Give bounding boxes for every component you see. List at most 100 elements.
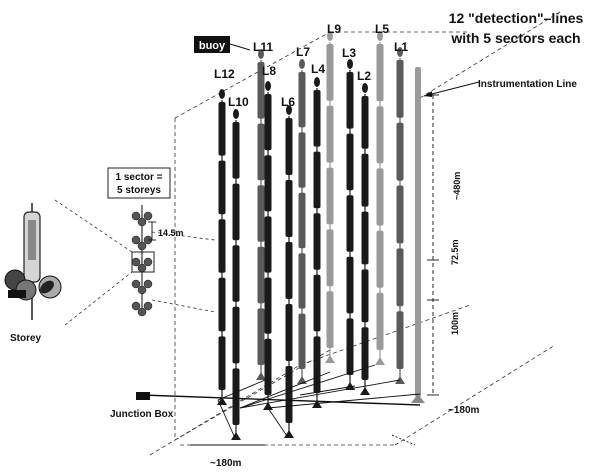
buoy-label: buoy (199, 40, 226, 52)
buoy-icon (314, 77, 320, 87)
sector-segment (396, 185, 404, 244)
sector-segment (376, 230, 384, 288)
sector-segment (298, 192, 306, 249)
line-label: L2 (357, 69, 371, 83)
sector-segment (298, 313, 306, 369)
sector-segment (346, 318, 354, 375)
sector-segment (218, 219, 226, 273)
sector-segment (285, 242, 293, 299)
junction-box-label: Junction Box (110, 409, 174, 420)
buoy-icon (258, 49, 264, 59)
sector-segment (257, 246, 265, 304)
sector-segment (232, 122, 240, 179)
sector-segment (326, 44, 334, 101)
sector-segment (285, 118, 293, 175)
detection-line-l8: L8 (262, 64, 276, 410)
line-label: L5 (375, 22, 389, 36)
title-line-1: 12 "detection"–lines (448, 10, 584, 26)
sector-segment (346, 195, 354, 252)
sector-label-line-1: 1 sector = (116, 172, 163, 183)
sector-segment (232, 306, 240, 364)
line-label: L9 (327, 22, 341, 36)
sector-segment (264, 277, 272, 334)
sector-label-box (107, 167, 171, 199)
sector-segment (326, 291, 334, 348)
instrumentation-line (411, 67, 480, 403)
anchor-icon (375, 357, 385, 365)
bottom-gap-label: 100m (450, 312, 460, 335)
anchor-icon (360, 387, 370, 395)
line-label: L12 (214, 67, 235, 81)
line-label: L1 (394, 40, 408, 54)
sector-segment (313, 213, 321, 270)
detection-line-l5: L5 (375, 22, 389, 365)
line-label: L4 (311, 62, 325, 76)
sector-segment (376, 44, 384, 102)
sector-segment (313, 90, 321, 147)
sector-spacing-label: 72.5m (450, 239, 460, 265)
sector-segment (257, 62, 265, 119)
sector-segment (376, 106, 384, 164)
buoy-pointer (229, 43, 251, 51)
title-line-2: with 5 sectors each (451, 30, 581, 46)
sector-segment (257, 185, 265, 242)
anchor-icon (256, 372, 266, 380)
buoy-icon (286, 105, 292, 115)
instrumentation-line-label: Instrumentation Line (478, 79, 577, 90)
buoy-icon (362, 83, 368, 93)
detection-line-l11: L11 (253, 40, 273, 380)
junction-box (136, 392, 421, 406)
line-label: L7 (296, 45, 310, 59)
anchor-icon (325, 355, 335, 363)
storey-marker (131, 279, 153, 295)
buoy-label-box (194, 36, 230, 53)
sector-segment (346, 133, 354, 191)
sector-segment (361, 269, 369, 323)
buoy-icon (265, 81, 271, 91)
detection-line-l6: L6 (281, 95, 295, 438)
sector-segment (298, 72, 306, 128)
line-label: L8 (262, 64, 276, 78)
detection-line-l2: L2 (357, 69, 371, 395)
sector-segment (326, 167, 334, 225)
sector-segment (232, 245, 240, 302)
sector-segment (218, 160, 226, 215)
storey-marker (131, 257, 153, 273)
sector-segment (396, 60, 404, 118)
buoy-icon (397, 47, 403, 57)
width-y-label: ~180m (448, 405, 480, 416)
sector-segment (313, 151, 321, 209)
sector-segment (396, 248, 404, 307)
sector-segment (285, 366, 293, 423)
sector-segment (346, 72, 354, 129)
buoy-icon (377, 31, 383, 41)
sector-segment (361, 211, 369, 265)
sector-segment (298, 253, 306, 309)
sector-segment (396, 122, 404, 181)
sector-label-line-2: 5 storeys (117, 185, 161, 196)
sector-segment (376, 168, 384, 226)
sector-segment (257, 308, 265, 365)
detection-line-l10: L10 (228, 95, 249, 440)
storey-label: Storey (10, 333, 42, 344)
sector-segment (285, 180, 293, 237)
detection-line-l3: L3 (342, 46, 356, 390)
line-label: L11 (253, 40, 273, 54)
buoy-icon (327, 31, 333, 41)
sector-segment (313, 274, 321, 332)
sector-segment (376, 292, 384, 350)
line-label: L3 (342, 46, 356, 60)
detection-line-l12: L12 (214, 67, 235, 405)
sector-segment (361, 153, 369, 207)
sector-segment (264, 94, 272, 151)
height-total-label: ~480m (452, 172, 462, 200)
sector-segment (232, 368, 240, 425)
sector-segment (326, 229, 334, 287)
dimension-markers (148, 94, 439, 446)
sector-segment (285, 304, 293, 361)
detection-line-l9: L9 (325, 22, 341, 363)
sector-segment (326, 105, 334, 163)
buoy-icon (219, 89, 225, 99)
